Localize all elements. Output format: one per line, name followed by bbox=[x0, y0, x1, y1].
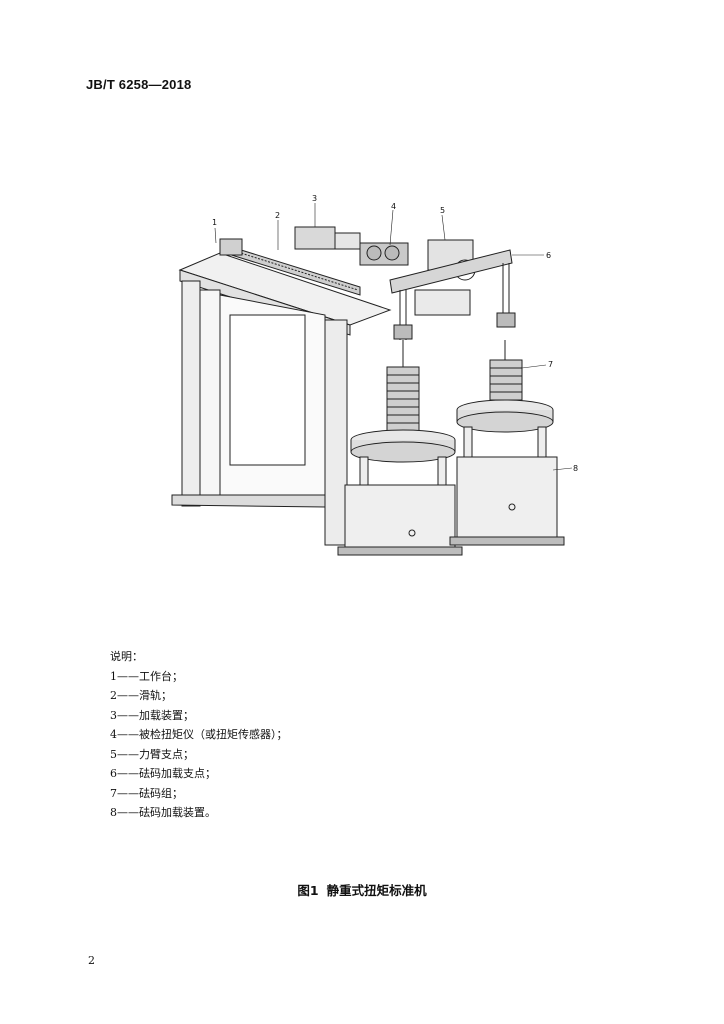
legend-item: 4——被检扭矩仪（或扭矩传感器）； bbox=[110, 728, 288, 741]
callout-3: 3 bbox=[312, 195, 317, 203]
callout-6: 6 bbox=[546, 251, 551, 260]
page-number: 2 bbox=[88, 954, 95, 967]
legend-item: 2——滑轨； bbox=[110, 689, 172, 702]
machine-figure: 1 2 3 4 5 6 7 8 bbox=[160, 194, 580, 565]
standard-code-header: JB/T 6258—2018 bbox=[86, 77, 192, 92]
table-base bbox=[171, 494, 326, 508]
weight-loading-device-left bbox=[337, 429, 463, 556]
table-window bbox=[229, 314, 306, 466]
table-leg-left bbox=[181, 280, 201, 507]
callout-1: 1 bbox=[212, 218, 217, 227]
figure-caption: 图1 静重式扭矩标准机 bbox=[0, 880, 724, 899]
table-leg-right bbox=[324, 319, 348, 546]
legend-item: 6——砝码加载支点； bbox=[110, 767, 216, 780]
callout-4: 4 bbox=[391, 202, 396, 211]
machine-drawing: 1 2 3 4 5 6 7 8 bbox=[171, 194, 578, 556]
weight-stack-left bbox=[386, 340, 420, 440]
callout-2: 2 bbox=[275, 211, 280, 220]
legend-title: 说明： bbox=[110, 650, 143, 663]
weight-loading-device-right bbox=[449, 399, 565, 546]
table-leg-left-inner bbox=[199, 289, 221, 501]
lever-arm bbox=[389, 249, 513, 294]
loading-gear bbox=[219, 238, 243, 256]
callout-5: 5 bbox=[440, 206, 445, 215]
legend-item: 5——力臂支点； bbox=[110, 747, 194, 761]
legend-item: 3——加载装置； bbox=[110, 708, 194, 722]
loading-motor bbox=[294, 226, 336, 250]
figure-label: 图1 bbox=[297, 883, 319, 898]
legend-item: 8——砝码加载装置。 bbox=[110, 806, 216, 819]
figure-legend: 说明： 1——工作台； 2——滑轨； 3——加载装置； 4——被检扭矩仪（或扭矩… bbox=[110, 647, 288, 823]
figure-title: 静重式扭矩标准机 bbox=[326, 883, 427, 898]
legend-item: 7——砝码组； bbox=[110, 786, 183, 800]
callout-8: 8 bbox=[573, 464, 578, 473]
legend-item: 1——工作台； bbox=[110, 669, 183, 683]
weight-stack-right bbox=[489, 340, 523, 411]
callout-7: 7 bbox=[548, 360, 553, 369]
